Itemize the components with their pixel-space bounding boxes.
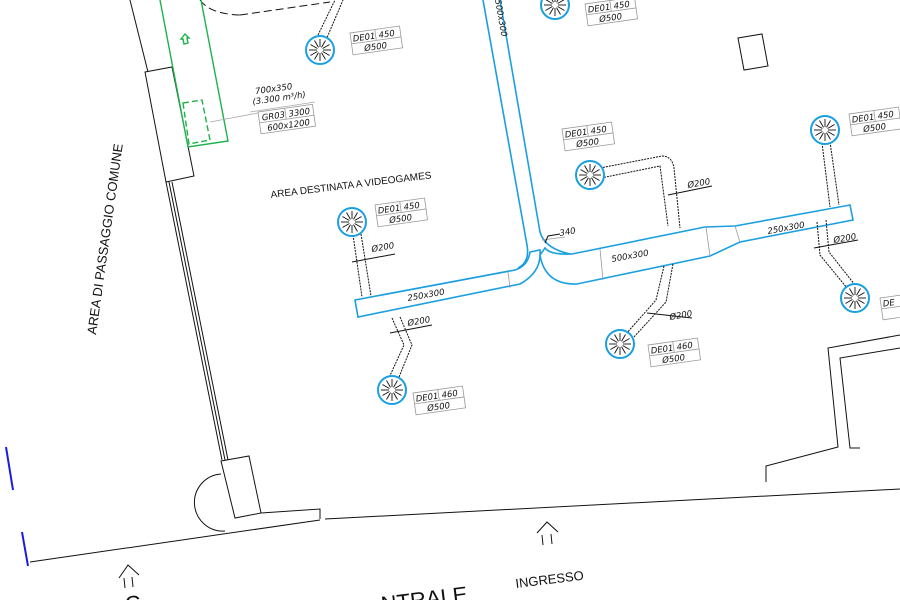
area-common-label: AREA DI PASSAGGIO COMUNE	[84, 142, 126, 335]
diffuser-code: DE01	[377, 204, 401, 217]
grille-value: 3300	[288, 107, 311, 120]
diffuser-tag: DE01 450 Ø500	[848, 106, 900, 137]
walls	[5, 0, 900, 567]
flex-diameter-labels: Ø200 Ø200 Ø200 Ø200 Ø200	[351, 176, 859, 334]
diffuser-tag: DE01 450 Ø500	[349, 25, 404, 56]
flex-label: Ø200	[370, 240, 395, 255]
ceiling-diffuser-icon	[605, 329, 635, 359]
diffuser-tag: DE	[879, 290, 900, 321]
duct-500x300-right	[539, 204, 854, 285]
flex-label: Ø200	[686, 176, 711, 191]
diffuser-diameter: Ø500	[598, 11, 623, 25]
diffuser-value: 450	[403, 201, 420, 213]
diffuser-tags: DE01 450 Ø500 DE01 450 Ø500 DE01 450 Ø50…	[349, 0, 900, 416]
diffuser-code: DE01	[415, 392, 439, 405]
diffuser-value: 460	[676, 341, 693, 353]
ceiling-diffuser-icon	[840, 283, 870, 313]
diffuser-tag: DE01 450 Ø500	[374, 197, 429, 228]
street-name-label-left: C	[124, 590, 143, 600]
diffuser-code: DE	[882, 298, 896, 310]
ceiling-diffuser-icon	[337, 207, 367, 237]
flex-ducts	[317, 0, 856, 383]
diffuser-code: DE01	[650, 344, 674, 357]
diffuser-diameter: Ø500	[426, 400, 451, 414]
grille-tag: 700x350 (3.300 m³/h) GR03 3300 600x1200	[252, 82, 316, 135]
ceiling-diffuser-icon	[810, 115, 840, 145]
diffuser-diameter: Ø500	[575, 136, 600, 150]
dimension-340: 340	[544, 226, 577, 244]
entrance-arrow-right	[536, 521, 559, 546]
diffuser-value: 450	[877, 110, 894, 122]
supply-duct-vertical	[482, 0, 576, 269]
diffuser-code: DE01	[564, 128, 588, 141]
diffuser-diameter: Ø500	[661, 352, 686, 366]
diffusers	[305, 0, 870, 405]
duct-250x300-left	[354, 249, 541, 318]
grille-code: GR03	[261, 110, 285, 123]
ceiling-diffuser-icon	[575, 160, 605, 190]
diffuser-tag: DE01 450 Ø500	[584, 0, 639, 27]
diffuser-tag: DE01 450 Ø500	[561, 121, 616, 152]
area-videogames-label: AREA DESTINATA A VIDEOGAMES	[270, 170, 432, 201]
section-marker-bottom	[21, 531, 29, 567]
diffuser-value: 450	[613, 0, 630, 12]
flex-label: Ø200	[832, 231, 857, 246]
flex-label: Ø200	[406, 314, 431, 329]
diffuser-tag: DE01 460 Ø500	[647, 337, 702, 368]
diffuser-diameter: Ø500	[388, 212, 413, 226]
entrance-label: INGRESSO	[515, 568, 585, 591]
entrance-arrow-left	[118, 564, 140, 589]
diffuser-value: 460	[441, 389, 458, 401]
section-marker-top	[5, 446, 14, 491]
ceiling-diffuser-icon	[377, 375, 407, 405]
diffuser-code: DE01	[587, 3, 611, 16]
dimension-340-label: 340	[559, 226, 577, 239]
diffuser-diameter: Ø500	[862, 121, 887, 135]
diffuser-diameter: Ø500	[363, 40, 388, 54]
diffuser-value: 450	[378, 29, 395, 41]
street-name-label: NTRALE	[380, 582, 469, 600]
vertical-duct-size-label: 500x300	[492, 0, 508, 37]
diffuser-tag: DE01 460 Ø500	[412, 385, 467, 416]
ceiling-diffuser-icon	[305, 35, 335, 65]
diffuser-value: 450	[590, 125, 607, 137]
diffuser-code: DE01	[851, 113, 875, 126]
diffuser-code: DE01	[352, 32, 376, 45]
flex-label: Ø200	[668, 308, 693, 323]
return-grille-area	[159, 0, 316, 148]
